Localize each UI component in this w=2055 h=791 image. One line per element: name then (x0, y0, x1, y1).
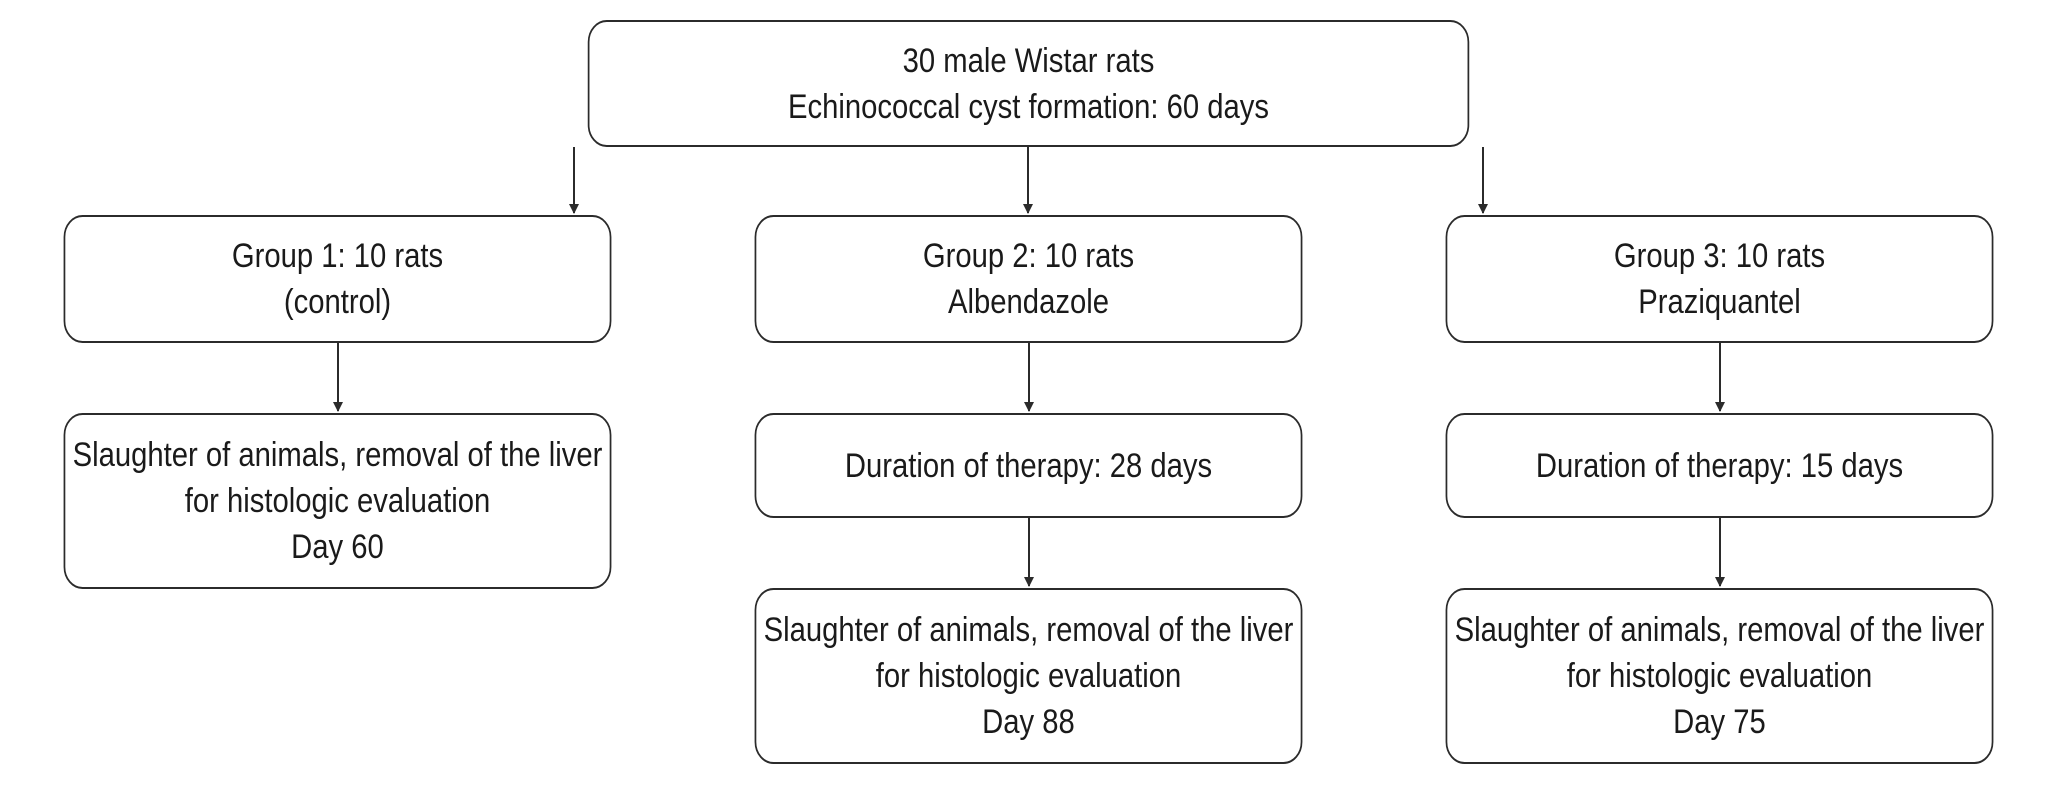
group1-outcome-box: Slaughter of animals, removal of the liv… (63, 413, 612, 589)
cohort-line-1: 30 male Wistar rats (902, 41, 1155, 80)
group3-outcome-box: Slaughter of animals, removal of the liv… (1445, 588, 1994, 764)
group2-outcome-line-1: Slaughter of animals, removal of the liv… (763, 611, 1294, 649)
group1-outcome-line-1: Slaughter of animals, removal of the liv… (72, 436, 603, 474)
group3-outcome-line-2: for histologic evaluation (1566, 657, 1873, 695)
group2-therapy-box: Duration of therapy: 28 days (754, 413, 1303, 518)
group3-outcome-day: Day 75 (1673, 703, 1766, 741)
cohort-box: 30 male Wistar rats Echinococcal cyst fo… (587, 20, 1470, 147)
group1-box: Group 1: 10 rats (control) (63, 215, 612, 343)
cohort-line-2: Echinococcal cyst formation: 60 days (787, 87, 1270, 126)
group1-outcome-day: Day 60 (291, 528, 384, 566)
group2-outcome-day: Day 88 (982, 703, 1075, 741)
group2-therapy-duration: Duration of therapy: 28 days (844, 446, 1213, 485)
group3-title: Group 3: 10 rats (1613, 237, 1826, 275)
group2-outcome-box: Slaughter of animals, removal of the liv… (754, 588, 1303, 764)
group2-treatment: Albendazole (948, 283, 1109, 321)
group3-treatment: Praziquantel (1638, 283, 1801, 321)
group2-box: Group 2: 10 rats Albendazole (754, 215, 1303, 343)
group1-treatment: (control) (283, 283, 392, 321)
group1-outcome-line-2: for histologic evaluation (184, 482, 491, 520)
group3-therapy-box: Duration of therapy: 15 days (1445, 413, 1994, 518)
group3-box: Group 3: 10 rats Praziquantel (1445, 215, 1994, 343)
group3-outcome-line-1: Slaughter of animals, removal of the liv… (1454, 611, 1985, 649)
group2-title: Group 2: 10 rats (922, 237, 1135, 275)
group2-outcome-line-2: for histologic evaluation (875, 657, 1182, 695)
group3-therapy-duration: Duration of therapy: 15 days (1535, 446, 1904, 485)
group1-title: Group 1: 10 rats (231, 237, 444, 275)
